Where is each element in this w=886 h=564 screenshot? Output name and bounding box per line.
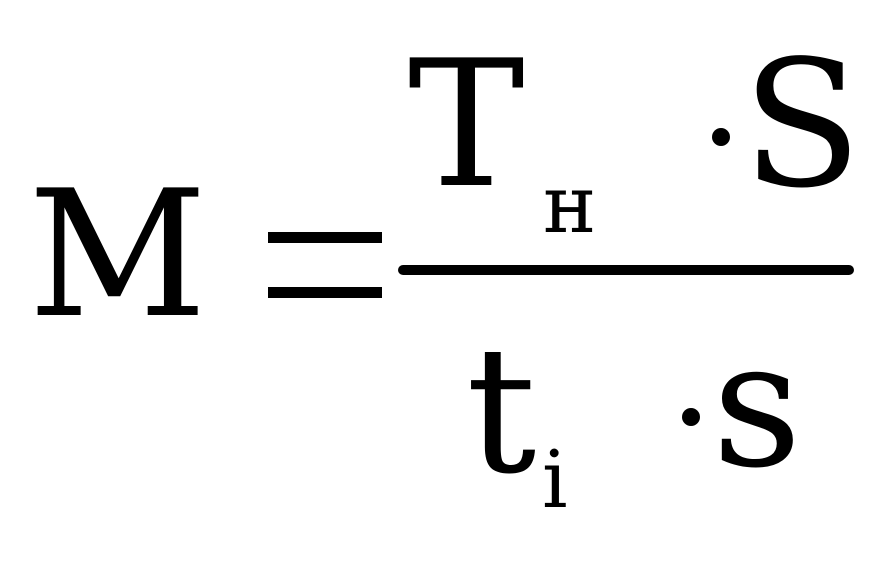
numerator-variable-t: T: [408, 24, 525, 227]
denominator-multiply-dot: [682, 408, 700, 426]
equals-sign-upper-bar: [268, 232, 382, 243]
numerator-variable-s: S: [742, 24, 862, 227]
equals-sign-lower-bar: [268, 287, 382, 298]
numerator-subscript: н: [543, 158, 597, 251]
variable-m: M: [28, 154, 208, 357]
denominator-variable-t: t: [466, 310, 537, 513]
denominator-variable-s: s: [712, 304, 802, 507]
fraction-bar: [398, 265, 854, 275]
denominator-subscript: i: [542, 433, 568, 526]
numerator-multiply-dot: [712, 128, 730, 146]
